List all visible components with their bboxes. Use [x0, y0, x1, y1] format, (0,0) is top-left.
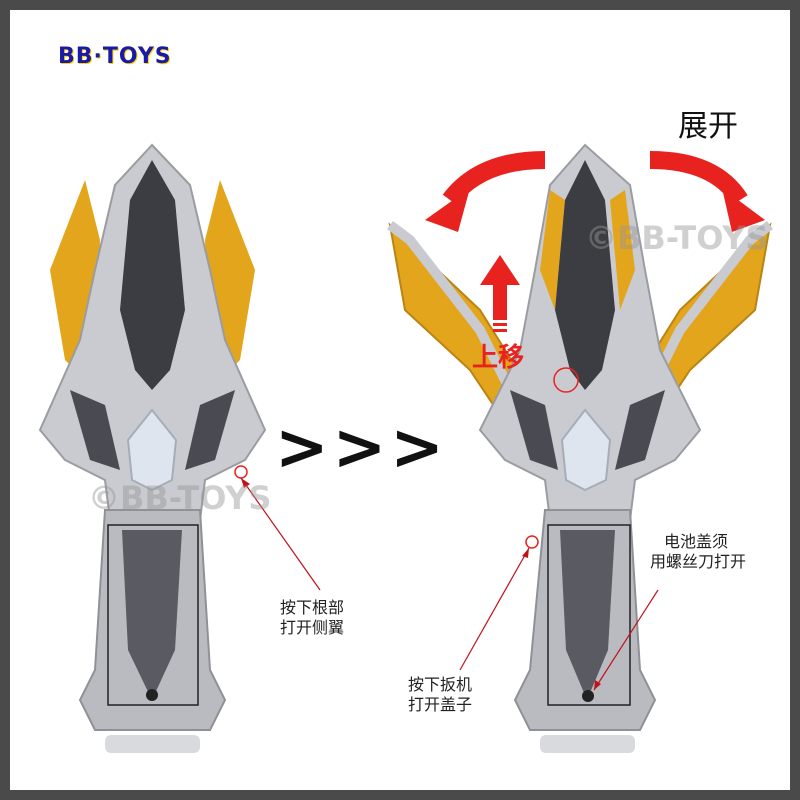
press-trigger-line2: 打开盖子 — [408, 695, 473, 714]
marker-circle — [553, 367, 579, 393]
press-root-label: 按下根部 打开侧翼 — [280, 598, 344, 638]
battery-label: 电池盖须 用螺丝刀打开 — [650, 532, 746, 572]
press-root-line1: 按下根部 — [280, 598, 345, 617]
transition-separator: >>> — [275, 411, 448, 485]
product-photo: BB·TOYS ©BB-TOYS ©BB-TOYS >>> 展开 上移 按下根部… — [10, 10, 790, 790]
brand-logo-text: BB·TOYS — [58, 44, 172, 69]
marker-circle — [234, 465, 248, 479]
curved-arrow-left-icon — [425, 151, 546, 232]
marker-circle — [525, 535, 539, 549]
brand-logo: BB·TOYS — [38, 36, 171, 82]
press-trigger-line1: 按下扳机 — [408, 675, 473, 694]
press-trigger-label: 按下扳机 打开盖子 — [408, 675, 472, 715]
battery-line1: 电池盖须 — [664, 532, 729, 551]
press-root-line2: 打开侧翼 — [280, 618, 345, 637]
watermark-left: ©BB-TOYS — [88, 479, 272, 517]
up-arrow-icon — [480, 255, 520, 332]
expand-label: 展开 — [678, 109, 738, 144]
device-closed — [38, 143, 267, 753]
pointer-line-icon — [240, 477, 659, 691]
watermark-right: ©BB-TOYS — [585, 219, 769, 257]
device-opened — [387, 143, 773, 753]
battery-line2: 用螺丝刀打开 — [650, 552, 747, 571]
product-illustration — [38, 143, 773, 753]
curved-arrow-right-icon — [649, 151, 765, 232]
move-up-label: 上移 — [472, 343, 525, 373]
